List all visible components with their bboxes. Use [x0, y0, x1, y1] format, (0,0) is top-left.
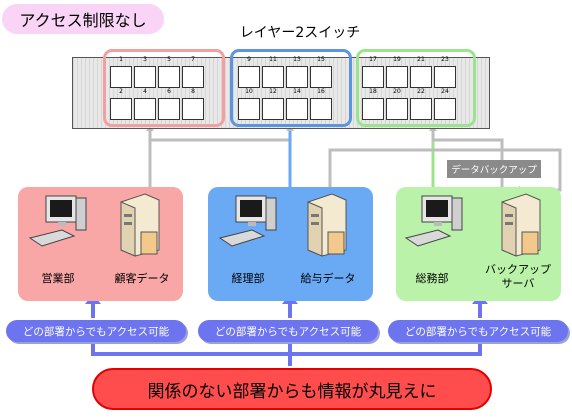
server-icon: [307, 193, 347, 257]
port-number: 4: [143, 88, 147, 95]
port-number: 20: [393, 88, 401, 95]
bus-line: [91, 344, 482, 356]
switch-port: [262, 66, 284, 88]
port-number: 21: [417, 56, 425, 63]
switch-port: [310, 66, 332, 88]
port-number: 17: [369, 56, 377, 63]
switch-port: [362, 98, 384, 120]
server-label-payroll-data: 給与データ: [300, 272, 356, 285]
warning-banner: 関係のない部署からも情報が丸見えに: [92, 368, 492, 410]
server-icon: [120, 193, 160, 257]
switch-port: [386, 98, 408, 120]
port-number: 2: [119, 88, 123, 95]
access-note: どの部署からでもアクセス可能: [198, 320, 378, 342]
switch-port: [286, 98, 308, 120]
switch-port: [310, 98, 332, 120]
switch-port: [182, 66, 204, 88]
port-number: 11: [269, 56, 277, 63]
switch-port: [158, 98, 180, 120]
port-number: 1: [119, 56, 123, 63]
switch-port: [386, 66, 408, 88]
pc-icon: [218, 195, 277, 247]
port-number: 9: [247, 56, 251, 63]
switch-port: [362, 66, 384, 88]
pc-label-sales: 営業部: [41, 272, 75, 285]
port-number: 10: [245, 88, 253, 95]
port-number: 23: [441, 56, 449, 63]
backup-tag: データバックアップ: [447, 160, 541, 178]
switch-port: [182, 98, 204, 120]
server-label-customer-data: 顧客データ: [114, 272, 170, 285]
port-number: 5: [167, 56, 171, 63]
switch-port: [434, 66, 456, 88]
port-number: 14: [293, 88, 301, 95]
switch-port: [110, 66, 132, 88]
server-label-backup: バックアップ サーバ: [485, 263, 551, 290]
switch-port: [134, 98, 156, 120]
port-number: 24: [441, 88, 449, 95]
port-group-general-affairs: [356, 49, 476, 127]
port-number: 8: [191, 88, 195, 95]
title-badge: アクセス制限なし: [2, 4, 164, 34]
switch-port: [410, 98, 432, 120]
link-sales-server: [148, 125, 292, 187]
pc-icon: [28, 195, 87, 247]
switch-port: [134, 66, 156, 88]
switch-port: [238, 98, 260, 120]
access-note: どの部署からでもアクセス可能: [388, 320, 568, 342]
port-number: 7: [191, 56, 195, 63]
port-number: 15: [317, 56, 325, 63]
port-number: 6: [167, 88, 171, 95]
pc-label-accounting: 経理部: [231, 272, 265, 285]
switch-title: レイヤー2スイッチ: [239, 25, 361, 41]
port-number: 19: [393, 56, 401, 63]
port-number: 13: [293, 56, 301, 63]
switch-port: [286, 66, 308, 88]
port-number: 3: [143, 56, 147, 63]
switch-port: [110, 98, 132, 120]
port-number: 16: [317, 88, 325, 95]
port-group-sales: [103, 49, 225, 127]
port-number: 22: [417, 88, 425, 95]
pc-icon: [404, 195, 463, 247]
access-note: どの部署からでもアクセス可能: [6, 320, 186, 342]
pc-label-general-affairs: 総務部: [415, 272, 449, 285]
switch-port: [158, 66, 180, 88]
switch-port: [238, 66, 260, 88]
server-icon: [501, 193, 541, 257]
port-group-accounting: [230, 49, 352, 127]
switch-port: [434, 98, 456, 120]
port-number: 18: [369, 88, 377, 95]
switch-port: [410, 66, 432, 88]
switch-port: [262, 98, 284, 120]
port-number: 12: [269, 88, 277, 95]
